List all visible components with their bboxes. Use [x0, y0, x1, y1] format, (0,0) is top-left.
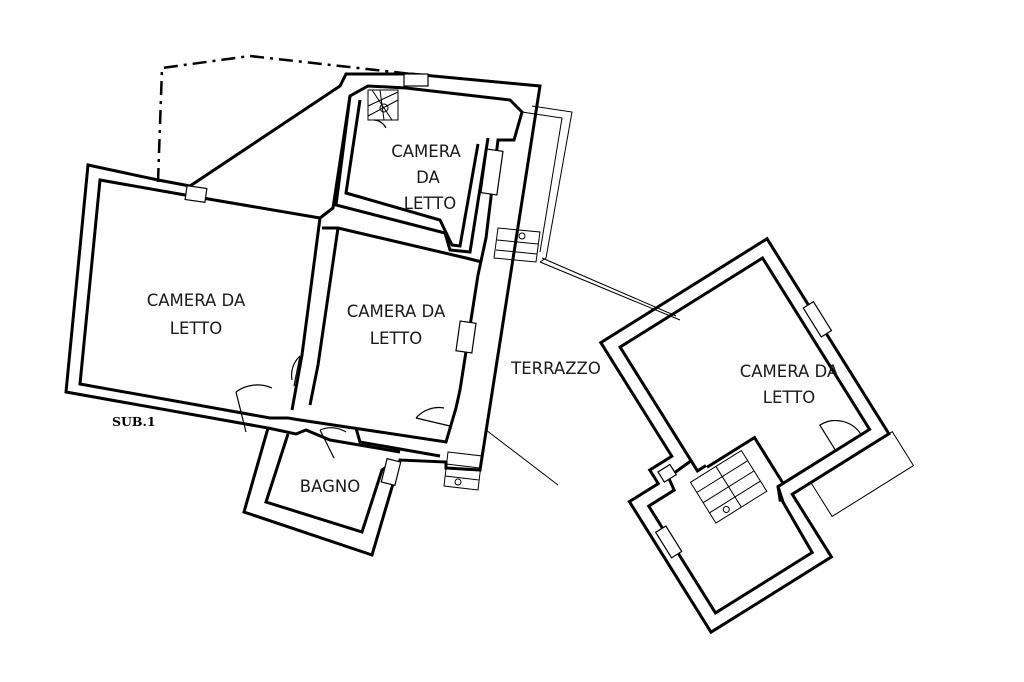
bathroom-outer [267, 426, 401, 454]
balcony-inner-line [521, 111, 563, 253]
window-east-lower [654, 525, 683, 559]
room-center-line-2: LETTO [370, 329, 422, 348]
stair-south-steps [443, 451, 483, 491]
east-building-partition [689, 435, 785, 502]
terrace-outline-2 [541, 257, 677, 317]
label-room-east: CAMERA DA LETTO [740, 362, 839, 407]
stair-east-steps [493, 227, 541, 263]
door-bathroom [319, 427, 347, 459]
room-west-line-2: LETTO [170, 319, 222, 338]
window-east-room [802, 300, 833, 338]
label-room-center: CAMERA DA LETTO [347, 302, 446, 348]
door-center-south [415, 406, 451, 427]
partition-north-room [334, 95, 490, 254]
door-west-room [235, 384, 273, 433]
room-north-line-1: CAMERA [391, 142, 461, 161]
stair-north-spiral [367, 89, 399, 121]
center-room-bottom [354, 427, 441, 458]
room-north-line-2: DA [416, 168, 440, 187]
partition-center-top [322, 226, 483, 264]
room-north-line-3: LETTO [404, 194, 456, 213]
room-east-line-2: LETTO [763, 388, 815, 407]
balcony-outline [531, 105, 573, 263]
door-east-room [818, 419, 862, 451]
partition-west-center-inner [308, 227, 340, 406]
room-center-line-1: CAMERA DA [347, 302, 446, 321]
window-east-top [657, 463, 678, 483]
label-room-north: CAMERA DA LETTO [391, 142, 461, 213]
east-building-inner-wall [618, 255, 872, 615]
east-stair [689, 449, 768, 524]
west-building-outer-wall [64, 72, 542, 557]
window-bathroom [380, 457, 402, 487]
window-north-top [403, 73, 429, 87]
east-building [598, 236, 915, 635]
room-west-line-1: CAMERA DA [147, 291, 246, 310]
east-balcony [810, 430, 915, 518]
window-north-east [480, 148, 504, 196]
window-center-east [455, 320, 477, 354]
boundary-dashed-line [156, 54, 413, 183]
label-bathroom: BAGNO [300, 477, 360, 496]
label-room-west: CAMERA DA LETTO [147, 291, 246, 338]
door-center-room [290, 355, 301, 387]
label-unit: SUB.1 [112, 414, 156, 429]
window-west-north [184, 184, 208, 204]
east-building-outer-wall [598, 236, 891, 635]
partition-north-room-inner [344, 99, 480, 248]
terrace-outline [485, 261, 681, 486]
door-stair-north [373, 119, 387, 129]
room-east-line-1: CAMERA DA [740, 362, 839, 381]
partition-west-center [290, 217, 322, 411]
label-terrace: TERRAZZO [510, 359, 601, 378]
west-building-inner-wall [78, 84, 524, 444]
